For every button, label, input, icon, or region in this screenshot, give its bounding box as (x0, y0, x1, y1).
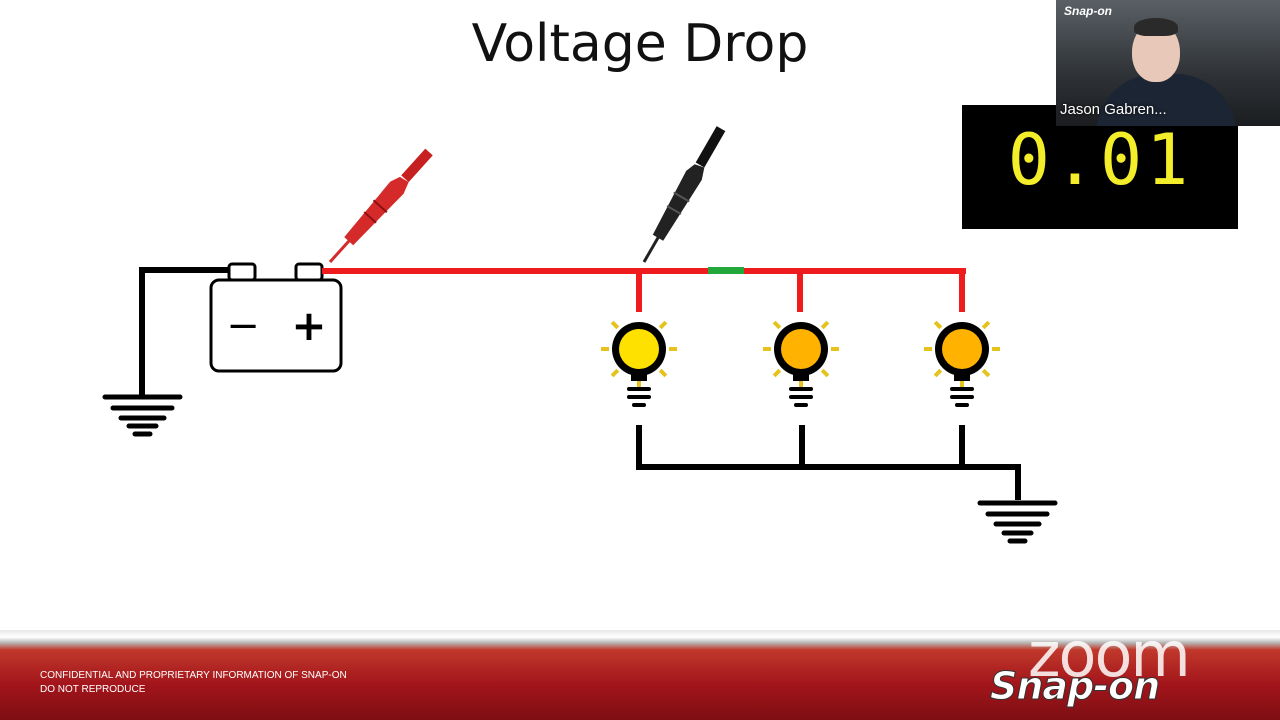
positive-supply-wire (322, 268, 966, 312)
light-bulb-icon (763, 320, 839, 407)
video-brand-logo: Snap-on (1064, 4, 1112, 18)
red-probe-icon (328, 148, 433, 264)
light-bulb-icon (601, 320, 677, 407)
footer-band (0, 630, 1280, 720)
confidential-line-1: CONFIDENTIAL AND PROPRIETARY INFORMATION… (40, 670, 347, 681)
light-bulb-icon (924, 320, 1000, 407)
slide-title: Voltage Drop (471, 14, 809, 74)
participant-video-tile[interactable]: Snap-on Jason Gabren... (1056, 0, 1280, 126)
battery-icon: − + (209, 262, 343, 373)
zoom-logo: zoom (1028, 618, 1191, 691)
ground-symbol-load (977, 500, 1058, 544)
confidential-line-2: DO NOT REPRODUCE (40, 684, 146, 695)
battery-negative-label: − (226, 303, 260, 349)
voltmeter-readout: 0.01 (1007, 119, 1193, 201)
confidential-notice: CONFIDENTIAL AND PROPRIETARY INFORMATION… (40, 669, 347, 697)
black-probe-icon (642, 126, 726, 263)
presenter-hair (1134, 18, 1178, 36)
snap-on-logo: Snap-on (989, 664, 1160, 709)
measured-segment-highlight (708, 267, 744, 274)
ground-symbol-battery (102, 394, 183, 437)
ground-return-wire (636, 425, 1021, 500)
participant-name-label: Jason Gabren... (1060, 101, 1167, 118)
battery-positive-label: + (291, 301, 326, 350)
battery-ground-wire (139, 267, 228, 395)
